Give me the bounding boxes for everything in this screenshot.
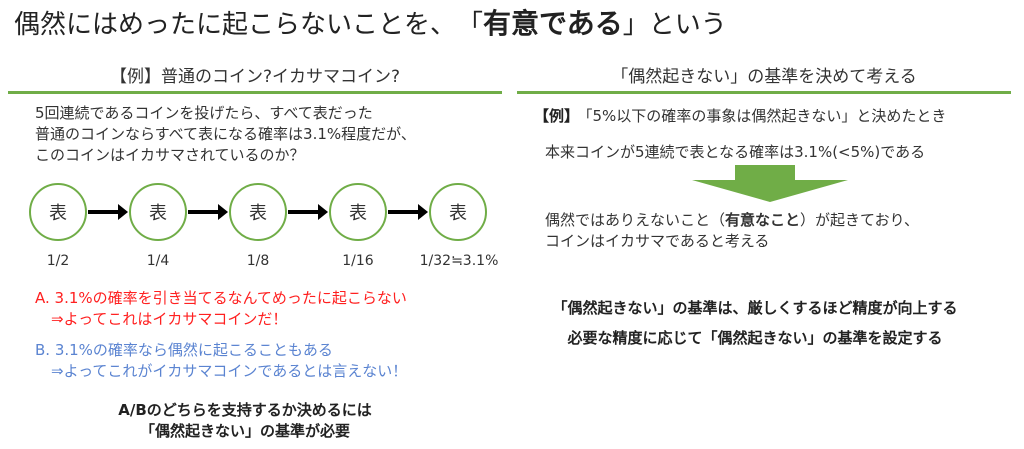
example-text: 「5%以下の確率の事象は偶然起きない」と決めたとき [585, 107, 947, 125]
title-suffix: という [648, 10, 727, 40]
coin-circle: 表 [329, 183, 387, 241]
option-a: A. 3.1%の確率を引き当てるなんてめったに起こらない ⇒よってこれはイカサマ… [35, 288, 407, 330]
arrow-right-icon [288, 204, 328, 220]
intro-line: 普通のコインならすべて表になる確率は3.1%程度だが、 [35, 125, 416, 143]
left-intro: 5回連続であるコインを投げたら、すべて表だった 普通のコインならすべて表になる確… [35, 103, 416, 166]
left-divider [8, 91, 502, 94]
left-conclusion: A/Bのどちらを支持するか決めるには 「偶然起きない」の基準が必要 [40, 400, 450, 442]
coin-probability: 1/4 [146, 253, 170, 269]
arrow-right-icon [88, 204, 128, 220]
summary-line: 必要な精度に応じて「偶然起きない」の基準を設定する [567, 329, 943, 347]
slide-title: 偶然にはめったに起こらないことを、「有意である」という [14, 2, 727, 42]
summary-line: 「偶然起きない」の基準は、厳しくするほど精度が向上する [552, 299, 958, 317]
down-arrow-icon [692, 165, 848, 202]
conclusion-line: 「偶然起きない」の基準が必要 [139, 422, 350, 440]
result-text: ）が起きており、 [800, 211, 919, 229]
right-summary: 「偶然起きない」の基準は、厳しくするほど精度が向上する 必要な精度に応じて「偶然… [520, 293, 990, 353]
option-a-line: A. 3.1%の確率を引き当てるなんてめったに起こらない [35, 289, 407, 307]
intro-line: 5回連続であるコインを投げたら、すべて表だった [35, 104, 373, 122]
arrow-right-icon [188, 204, 228, 220]
title-emphasis: 有意である [483, 7, 623, 40]
title-prefix: 偶然にはめったに起こらないことを、 [14, 10, 457, 40]
right-example: 【例】「5%以下の確率の事象は偶然起きない」と決めたとき [534, 106, 946, 127]
option-b-line: ⇒よってこれがイカサマコインであるとは言えない！ [51, 362, 408, 380]
right-header: 「偶然起きない」の基準を決めて考える [611, 67, 917, 87]
intro-line: このコインはイカサマされているのか？ [35, 146, 305, 164]
right-divider [517, 91, 1011, 94]
coin-circle: 表 [429, 183, 487, 241]
option-a-line: ⇒よってこれはイカサマコインだ！ [51, 310, 288, 328]
option-b-line: B. 3.1%の確率なら偶然に起こることもある [35, 341, 333, 359]
coin-probability: 1/2 [46, 253, 70, 269]
coin-probability: 1/16 [342, 253, 374, 269]
result-text: 偶然ではありえないこと（ [545, 211, 726, 229]
coin-circle: 表 [129, 183, 187, 241]
coin-circle: 表 [229, 183, 287, 241]
example-tag: 【例】 [534, 107, 580, 125]
coin-probability: 1/8 [246, 253, 270, 269]
right-result: 偶然ではありえないこと（有意なこと）が起きており、 コインはイカサマであると考え… [545, 210, 919, 252]
left-header: 【例】普通のコイン?イカサマコイン? [109, 67, 401, 87]
title-bracket-open: 「 [470, 10, 484, 40]
coin-probability: 1/32≒3.1% [419, 253, 499, 269]
result-line: コインはイカサマであると考える [545, 232, 770, 250]
right-premise: 本来コインが5連続で表となる確率は3.1%(<5%)である [545, 143, 926, 161]
result-emphasis: 有意なこと [725, 211, 801, 229]
option-b: B. 3.1%の確率なら偶然に起こることもある ⇒よってこれがイカサマコインであ… [35, 340, 407, 382]
coin-circle: 表 [29, 183, 87, 241]
conclusion-line: A/Bのどちらを支持するか決めるには [118, 401, 372, 419]
arrow-right-icon [388, 204, 428, 220]
title-bracket-close: 」 [622, 10, 649, 40]
